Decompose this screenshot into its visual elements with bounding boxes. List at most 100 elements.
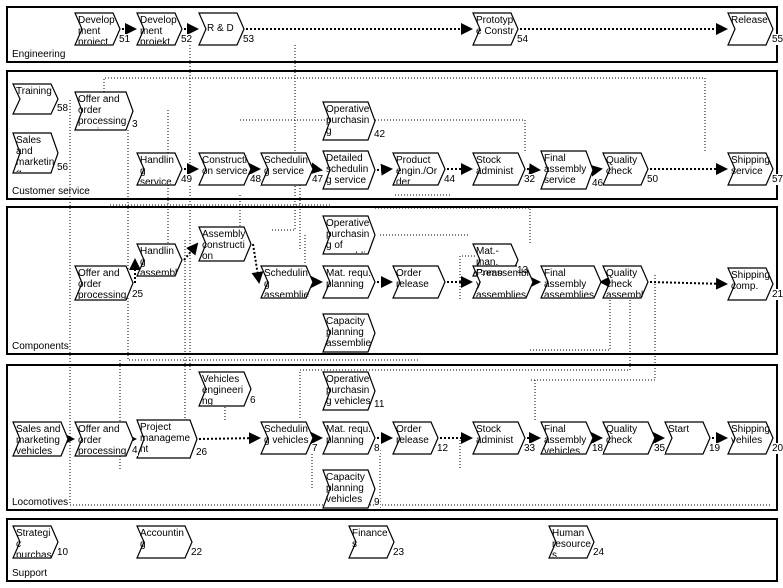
node-shape-nopv[interactable] [322,371,376,411]
edge-nds-to-n44 [376,163,393,176]
lane-support: Support [6,518,778,582]
node-shape-n20[interactable] [727,421,774,455]
node-label-nora: Order release [396,268,429,290]
node-label-n49: Handling service [140,155,174,184]
node-number-n19: 19 [709,443,721,454]
node-shape-n12[interactable] [392,421,439,455]
node-shape-n55[interactable] [727,12,774,46]
node-label-npre: Preassembly assemblies [476,268,529,297]
node-number-n50: 50 [647,174,659,185]
lane-label: Customer service [12,186,90,197]
node-number-n32: 32 [524,174,536,185]
node-label-n32: Stock administ [476,155,514,177]
node-number-n26: 26 [196,447,208,458]
node-shape-n51[interactable] [74,12,121,46]
node-label-n53: R & D [207,23,234,34]
node-shape-nfaa[interactable] [540,265,602,299]
edge-n26-to-nsv [198,432,261,445]
node-shape-n23[interactable] [348,525,395,559]
node-number-n35: 35 [654,443,666,454]
edge-n46-to-n50 [590,164,603,177]
node-number-n51: 51 [119,34,131,45]
node-label-nmrp: Mat. requ. planning [326,268,372,290]
node-shape-n33[interactable] [472,421,526,455]
node-shape-n46[interactable] [540,150,594,190]
node-label-n9: Capacity planning vehicles [326,472,365,505]
node-number-n47: 47 [312,174,324,185]
node-shape-n25[interactable] [74,265,134,301]
node-shape-nac[interactable] [198,226,252,262]
node-label-nac: Assembly construction [202,229,246,260]
node-label-n57: Shipping service [731,155,770,177]
node-label-n22: Accounting [140,528,184,550]
node-label-n21: Shipping comp. [731,270,770,292]
node-label-n10: Strategic purchase [16,528,52,557]
node-number-n21: 21 [772,289,783,300]
node-shape-nqca[interactable] [602,265,649,299]
node-shape-n8[interactable] [322,421,376,455]
node-shape-n4[interactable] [74,421,134,457]
node-shape-n22[interactable] [136,525,193,559]
node-number-n10: 10 [57,547,69,558]
node-shape-nve[interactable] [198,371,252,407]
node-shape-n49[interactable] [136,152,183,186]
node-shape-n18[interactable] [540,421,594,455]
node-shape-n52[interactable] [136,12,183,46]
node-number-n58: 58 [57,103,69,114]
node-shape-n48[interactable] [198,152,252,186]
node-label-n58: Training [16,86,52,97]
node-label-nhand: Handling assemblies [140,246,178,275]
node-number-n56: 56 [57,162,69,173]
node-shape-n54[interactable] [472,12,519,46]
node-shape-nmrp[interactable] [322,265,376,299]
node-shape-n58[interactable] [12,83,59,115]
node-number-n48: 48 [250,174,262,185]
node-shape-n3[interactable] [74,91,134,131]
node-shape-n24[interactable] [548,525,595,559]
node-shape-nhand[interactable] [136,243,183,277]
node-number-n12: 12 [437,443,449,454]
node-label-n8: Mat. requ. planning [326,424,372,446]
node-label-n48: Construction service [202,155,248,177]
node-label-n25: Offer and order processing assemblies [78,268,127,299]
node-shape-nsv[interactable] [260,421,314,455]
node-label-n12: Order release [396,424,429,446]
node-shape-n32[interactable] [472,152,526,186]
node-label-n33: Stock administ [476,424,514,446]
node-shape-n35[interactable] [602,421,656,455]
node-shape-nora[interactable] [392,265,446,299]
node-shape-n56[interactable] [12,132,59,174]
node-shape-n53[interactable] [198,12,245,46]
edge-nhand-to-nac [183,242,199,261]
node-number-nopv: 11 [374,399,385,410]
node-label-n55: Release [731,15,768,26]
node-shape-nsmv[interactable] [12,421,69,457]
node-shape-n47[interactable] [260,152,314,186]
node-label-n24: Human resources [552,528,591,557]
node-number-n23: 23 [393,547,405,558]
node-shape-n50[interactable] [602,152,649,186]
node-label-n18: Final assembly vehicles [544,424,587,453]
node-label-n13: Mat.-man. Comp [476,246,503,275]
node-label-nsv: Scheduling vehicles [264,424,309,446]
node-shape-n42[interactable] [322,101,376,141]
node-label-n3: Offer and order processing service [78,94,127,129]
node-shape-n44[interactable] [392,152,446,186]
node-number-n20: 20 [772,443,783,454]
node-number-n8: 8 [374,443,380,454]
node-shape-n57[interactable] [727,152,774,186]
node-shape-n21[interactable] [727,267,774,301]
node-shape-n10[interactable] [12,525,59,559]
lane-label: Engineering [12,49,66,60]
node-shape-n26[interactable] [136,419,198,459]
node-shape-nopa[interactable] [322,215,376,255]
node-shape-nsa[interactable] [260,265,314,299]
node-shape-nds[interactable] [322,150,376,190]
node-shape-ncpa[interactable] [322,313,376,353]
node-number-n44: 44 [444,174,456,185]
node-number-n42: 42 [374,129,386,140]
node-shape-n19[interactable] [664,421,711,455]
node-label-n4: Offer and order processing vehicles [78,424,127,455]
node-label-n56: Sales and marketing service [16,135,55,172]
node-shape-n9[interactable] [322,469,376,509]
